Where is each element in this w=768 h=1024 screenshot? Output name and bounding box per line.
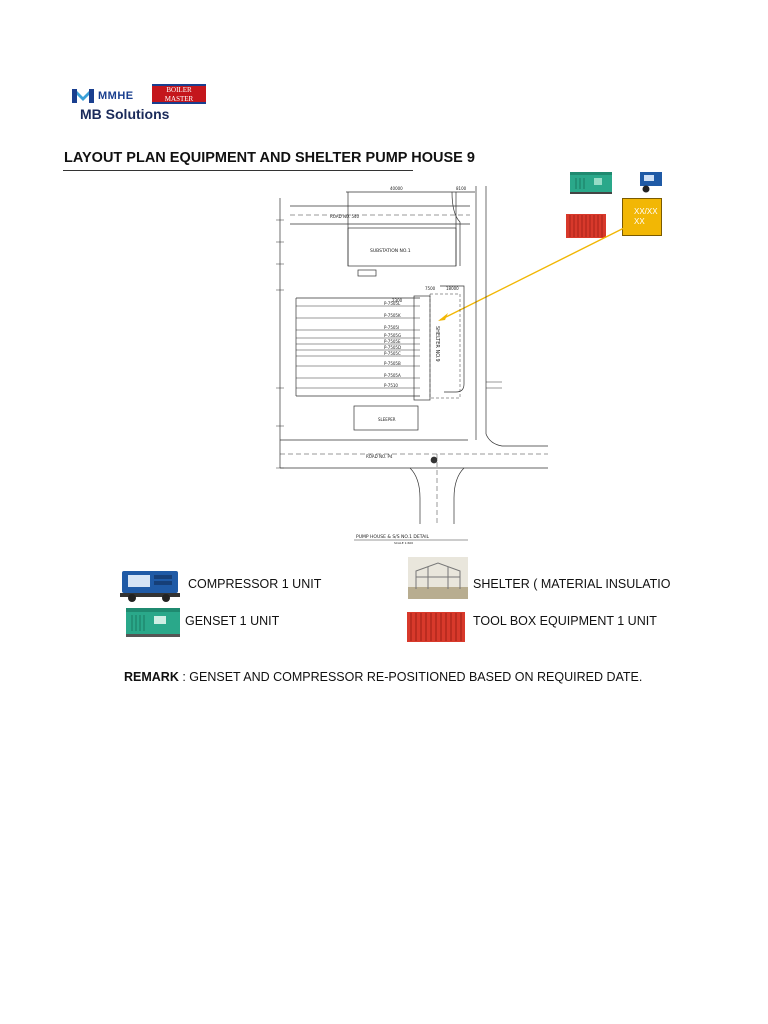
page-title: LAYOUT PLAN EQUIPMENT AND SHELTER PUMP H… (64, 150, 475, 166)
pump-label-9: P-7510 (384, 383, 398, 388)
pump-label-1: P-7505K (384, 313, 401, 318)
road-top-label: ROAD NO. 540 (330, 214, 360, 219)
legend-genset: GENSET 1 UNIT (185, 614, 280, 628)
pump-label-3: P-7505G (384, 333, 401, 338)
remark: REMARK : GENSET AND COMPRESSOR RE-POSITI… (124, 670, 642, 684)
legend-compressor: COMPRESSOR 1 UNIT (188, 577, 322, 591)
title-underline (63, 170, 413, 171)
genset-thumbnail (570, 172, 612, 194)
pump-label-6: P-7505C (384, 351, 401, 356)
pump-label-4: P-7505E (384, 339, 401, 344)
pump-label-7: P-7505B (384, 361, 401, 366)
detail-scale: SCALE 1:600 (394, 541, 413, 545)
shelter-icon (408, 557, 468, 599)
layout-drawing: 40000 8100 ROAD NO. 540 SUBSTATION NO.1 … (276, 186, 548, 545)
dim-top: 40000 (390, 186, 403, 191)
pump-label-0: P-7505L (384, 301, 401, 306)
mmhe-mark-icon (72, 89, 94, 103)
compressor-icon (120, 571, 180, 602)
callout-arrow (438, 227, 625, 321)
legend-toolbox: TOOL BOX EQUIPMENT 1 UNIT (473, 614, 657, 628)
pump-label-2: P-7505I (384, 325, 399, 330)
substation-label: SUBSTATION NO.1 (370, 248, 411, 254)
bm-line1: BOILER (166, 86, 192, 94)
dim-7500: 7500 (425, 286, 436, 291)
toolbox-icon (407, 612, 465, 642)
road-bottom-label: ROAD NO. P4 (366, 454, 393, 459)
legend-shelter: SHELTER ( MATERIAL INSULATIO (473, 577, 671, 591)
remark-text: : GENSET AND COMPRESSOR RE-POSITIONED BA… (178, 670, 643, 684)
callout-text: XX/XX XX (634, 207, 658, 226)
shelter-label: SHELTER NO.9 (434, 326, 440, 362)
dim-2300: 2300 (392, 298, 403, 303)
company-logo: MMHE BOILER MASTER MB Solutions (72, 84, 212, 128)
callout-box: XX/XX XX (622, 198, 662, 236)
remark-label: REMARK (124, 670, 179, 684)
company-name: MB Solutions (80, 106, 170, 122)
sleeper-label: SLEEPER (378, 417, 396, 422)
bm-line2: MASTER (164, 95, 194, 103)
mmhe-text: MMHE (98, 90, 134, 102)
dim-18000: 18000 (446, 286, 459, 291)
toolbox-thumbnail (566, 214, 606, 238)
pump-label-8: P-7505A (384, 373, 401, 378)
dim-top2: 8100 (456, 186, 467, 191)
pump-label-5: P-7505D (384, 345, 401, 350)
mmhe-logo: MMHE (72, 86, 146, 106)
genset-icon (126, 608, 180, 637)
detail-title: PUMP HOUSE & S/S NO.1 DETAIL (356, 534, 430, 540)
compressor-thumbnail (640, 172, 662, 193)
boiler-master-logo: BOILER MASTER (152, 84, 206, 104)
